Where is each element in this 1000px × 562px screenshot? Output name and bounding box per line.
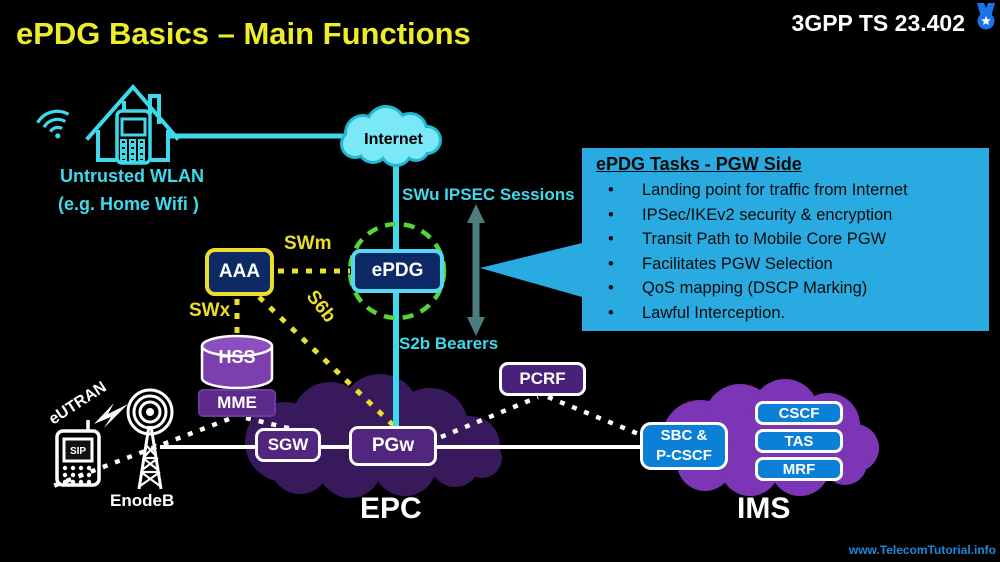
node-pgw: PGw bbox=[349, 426, 437, 466]
node-tas: TAS bbox=[755, 429, 843, 453]
callout-bullet: QoS mapping (DSCP Marking) bbox=[596, 276, 979, 301]
spec-reference: 3GPP TS 23.402 bbox=[791, 10, 965, 36]
sbc-line2: P-CSCF bbox=[656, 447, 712, 464]
epdg-dashed-circle bbox=[347, 221, 447, 321]
callout-title: ePDG Tasks - PGW Side bbox=[596, 154, 802, 174]
mobile-phone-icon bbox=[115, 101, 152, 165]
site-watermark-link[interactable]: www.TelecomTutorial.info bbox=[848, 543, 996, 557]
medal-icon bbox=[977, 3, 995, 30]
callout-bullet: Transit Path to Mobile Core PGW bbox=[596, 227, 979, 252]
node-mme: MME bbox=[198, 389, 276, 417]
ipsec-tunnel-arrow bbox=[467, 204, 485, 336]
untrusted-wlan-sublabel: (e.g. Home Wifi ) bbox=[58, 194, 199, 214]
ims-domain-label: IMS bbox=[737, 492, 791, 525]
internet-cloud-icon bbox=[340, 105, 442, 167]
enodeb-tower-icon bbox=[126, 388, 174, 490]
epdg-tasks-callout: ePDG Tasks - PGW Side Landing point for … bbox=[582, 148, 989, 331]
radio-bolt-icon bbox=[94, 403, 128, 428]
node-aaa: AAA bbox=[205, 248, 274, 296]
callout-bullet: Facilitates PGW Selection bbox=[596, 252, 979, 277]
epc-domain-label: EPC bbox=[360, 492, 422, 525]
node-cscf: CSCF bbox=[755, 401, 843, 425]
hss-cylinder bbox=[200, 334, 274, 390]
node-mrf: MRF bbox=[755, 457, 843, 481]
sip-phone-icon: SIP bbox=[55, 420, 101, 487]
page-title: ePDG Basics – Main Functions bbox=[16, 16, 471, 51]
node-epdg: ePDG bbox=[351, 249, 444, 293]
sip-phone-screen-label: SIP bbox=[70, 446, 86, 457]
callout-bullet: Landing point for traffic from Internet bbox=[596, 178, 979, 203]
s2b-interface-label: S2b Bearers bbox=[399, 334, 499, 353]
swm-interface-label: SWm bbox=[284, 233, 332, 254]
enodeb-label: EnodeB bbox=[110, 491, 175, 510]
swx-interface-label: SWx bbox=[189, 300, 231, 321]
swu-interface-label: SWu IPSEC Sessions bbox=[402, 185, 575, 204]
untrusted-wlan-label: Untrusted WLAN bbox=[60, 166, 204, 186]
node-pcrf: PCRF bbox=[499, 362, 586, 396]
callout-pointer bbox=[480, 243, 582, 297]
internet-cloud-label: Internet bbox=[364, 131, 423, 148]
callout-bullet: Lawful Interception. bbox=[596, 301, 979, 326]
node-sbc-pcscf: SBC & P-CSCF bbox=[640, 422, 728, 470]
home-wlan-icon bbox=[85, 83, 180, 162]
node-hss-label: HSS bbox=[218, 347, 256, 367]
sbc-line1: SBC & bbox=[660, 426, 708, 444]
callout-bullet: IPSec/IKEv2 security & encryption bbox=[596, 203, 979, 228]
wifi-icon bbox=[36, 109, 70, 139]
node-sgw: SGW bbox=[255, 428, 321, 462]
yellow-dotted-links bbox=[234, 268, 396, 428]
callout-bullet-list: Landing point for traffic from Internet … bbox=[596, 178, 979, 325]
